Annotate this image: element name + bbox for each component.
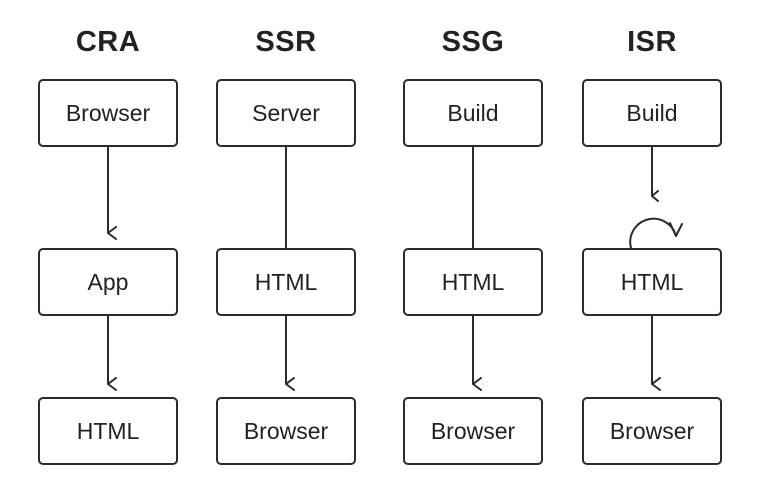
isr-node-build: Build <box>582 79 722 147</box>
column-title-ssg: SSG <box>441 26 505 58</box>
ssg-node-html: HTML <box>403 248 543 316</box>
column-title-cra: CRA <box>75 26 141 58</box>
cra-node-browser: Browser <box>38 79 178 147</box>
column-title-isr: ISR <box>627 26 677 58</box>
ssr-node-html: HTML <box>216 248 356 316</box>
cra-node-app: App <box>38 248 178 316</box>
ssr-node-server: Server <box>216 79 356 147</box>
refresh-cycle-icon <box>629 217 683 249</box>
column-title-ssr: SSR <box>255 26 317 58</box>
isr-node-html: HTML <box>582 248 722 316</box>
ssg-node-build: Build <box>403 79 543 147</box>
ssg-node-browser: Browser <box>403 397 543 465</box>
ssr-node-browser: Browser <box>216 397 356 465</box>
isr-node-browser: Browser <box>582 397 722 465</box>
cra-node-html: HTML <box>38 397 178 465</box>
